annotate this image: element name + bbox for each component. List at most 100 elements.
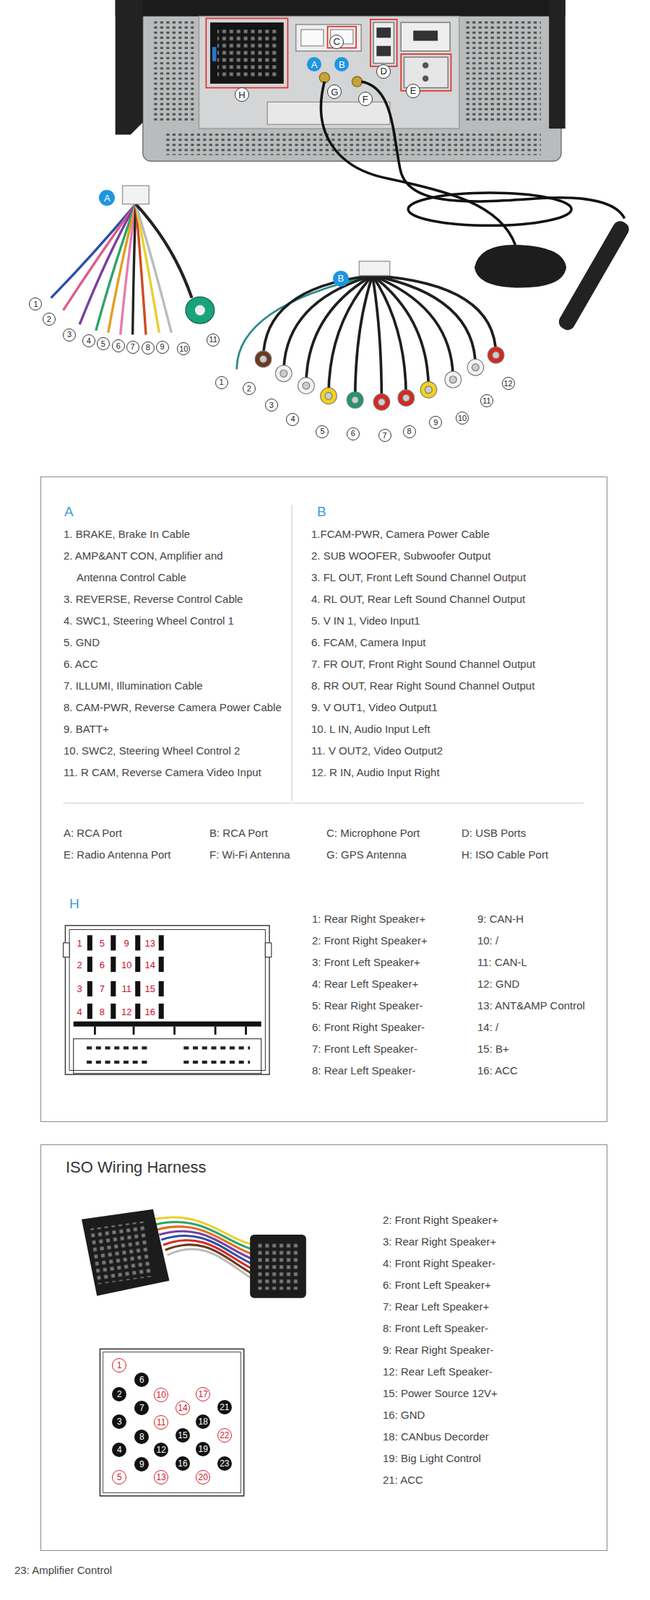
pin-number: 16 (175, 1456, 190, 1472)
list-item: 6: Front Left Speaker+ (382, 1274, 492, 1297)
callout-number: 7 (378, 429, 392, 442)
list-item: 8. RR OUT, Rear Right Sound Channel Outp… (311, 675, 535, 697)
callout-letter: D (376, 64, 391, 79)
callout-number: 1 (215, 376, 229, 390)
pin-number: 1 (77, 937, 83, 949)
callout-number: 9 (156, 340, 169, 354)
callout-number: 3 (62, 328, 76, 342)
pin-number: 18 (195, 1414, 211, 1430)
pin-number: 15 (144, 983, 155, 995)
gps-antenna (474, 244, 567, 289)
panel-title: ISO Wiring Harness (65, 1158, 206, 1178)
callout-number: 4 (286, 413, 299, 427)
list-item: 12: Rear Left Speaker- (382, 1361, 493, 1384)
callout-number: 2 (42, 312, 56, 326)
list-item: 5. GND (63, 631, 100, 654)
list-item: 4. SWC1, Steering Wheel Control 1 (63, 610, 234, 632)
list-item: B: RCA Port (209, 822, 268, 845)
list-item: 2: Front Right Speaker+ (382, 1209, 499, 1232)
callout-letter: A (98, 189, 115, 206)
list-item: 9: CAN-H (477, 908, 524, 931)
callout-number: 2 (242, 382, 256, 396)
list-item: 7: Front Left Speaker- (312, 1038, 418, 1061)
list-item: 3. FL OUT, Front Left Sound Channel Outp… (311, 566, 526, 589)
list-item: 3. REVERSE, Reverse Control Cable (63, 588, 243, 611)
list-item: D: USB Ports (461, 822, 526, 845)
callout-number: 9 (429, 416, 442, 429)
callout-letter: H (234, 87, 250, 102)
callout-number: 1 (28, 297, 42, 311)
list-item: 5: Rear Right Speaker- (312, 995, 423, 1017)
list-item: H: ISO Cable Port (461, 844, 549, 866)
list-item: 13: ANT&AMP Control (477, 995, 585, 1017)
pin-number: 11 (153, 1415, 169, 1430)
pin-number: 5 (111, 1470, 127, 1485)
list-item: 1.FCAM-PWR, Camera Power Cable (311, 523, 490, 546)
list-item: 15: Power Source 12V+ (382, 1383, 498, 1405)
pin-number: 6 (99, 959, 105, 970)
list-item: 9. BATT+ (63, 718, 110, 741)
pin-number: 7 (99, 983, 105, 995)
callout-number: 3 (265, 398, 279, 412)
antenna-cables (320, 81, 624, 245)
pin-number: 3 (111, 1414, 127, 1430)
callout-letter: G (327, 84, 342, 99)
pin-number: 2 (111, 1387, 127, 1402)
pin-number: 17 (195, 1387, 211, 1402)
list-item: 6: Front Right Speaker- (312, 1016, 425, 1039)
list-item: 11. R CAM, Reverse Camera Video Input (63, 761, 262, 784)
callout-number: 11 (206, 333, 220, 347)
callout-number: 10 (176, 342, 190, 356)
pin-number: 23 (217, 1456, 232, 1472)
list-item: 9: Rear Right Speaker- (382, 1339, 494, 1362)
pin-number: 12 (153, 1443, 169, 1458)
list-item: 11: CAN-L (477, 951, 528, 974)
note-text: 23: Amplifier Control (14, 1560, 112, 1582)
pin-number: 13 (144, 937, 155, 949)
list-item: 3: Front Left Speaker+ (312, 951, 421, 974)
list-item: 10. SWC2, Steering Wheel Control 2 (63, 740, 240, 762)
list-item: 1: Rear Right Speaker+ (312, 908, 426, 931)
list-item: 11. V OUT2, Video Output2 (311, 740, 443, 762)
callout-number: 8 (141, 341, 155, 355)
pin-number: 21 (217, 1400, 232, 1415)
pin-number: 19 (195, 1442, 211, 1457)
list-item: 12: GND (477, 973, 520, 996)
pin-number: 10 (153, 1388, 169, 1403)
pin-number: 8 (134, 1430, 149, 1445)
list-item: 21: ACC (382, 1469, 424, 1492)
callout-number: 5 (315, 425, 329, 439)
pin-number: 5 (99, 937, 105, 949)
list-item: 10. L IN, Audio Input Left (311, 718, 431, 741)
list-item: C: Microphone Port (326, 822, 420, 845)
list-item: F: Wi-Fi Antenna (209, 844, 291, 866)
callout-letter: A (306, 57, 322, 72)
callout-number: 6 (346, 427, 360, 441)
callout-letter: B (334, 57, 349, 72)
list-item: 2. AMP&ANT CON, Amplifier and Antenna Co… (63, 545, 243, 589)
callout-number: 4 (82, 334, 96, 348)
list-item: 10: / (477, 930, 499, 952)
pin-number: 11 (121, 983, 132, 995)
list-item: 12. R IN, Audio Input Right (311, 761, 440, 784)
section-heading: H (69, 896, 80, 913)
list-item: 8: Front Left Speaker- (382, 1318, 489, 1340)
pin-number: 22 (217, 1428, 232, 1443)
section-heading: B (317, 504, 327, 520)
list-item: 2. SUB WOOFER, Subwoofer Output (311, 545, 491, 567)
pin-number: 6 (134, 1372, 149, 1388)
pin-number: 10 (121, 959, 132, 970)
pin-number: 13 (153, 1470, 169, 1485)
iso-harness (81, 1209, 307, 1299)
list-item: 14: / (477, 1016, 499, 1039)
callout-number: 12 (501, 377, 515, 390)
pin-number: 12 (121, 1006, 132, 1017)
list-item: 8: Rear Left Speaker- (312, 1060, 416, 1082)
pin-number: 1 (111, 1358, 127, 1373)
callout-number: 5 (96, 337, 110, 351)
list-item: 7. ILLUMI, Illumination Cable (63, 675, 203, 697)
pin-number: 16 (144, 1006, 155, 1017)
list-item: 8. CAM-PWR, Reverse Camera Power Cable (63, 696, 282, 719)
